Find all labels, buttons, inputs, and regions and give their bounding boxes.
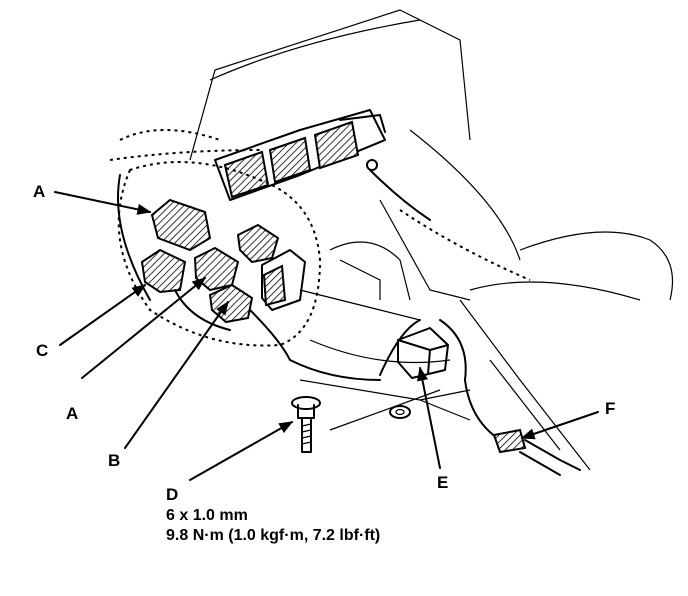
- callout-b: B: [108, 451, 121, 470]
- mounting-hole: [389, 405, 411, 419]
- bolt-d: [291, 396, 321, 453]
- callout-a-top: A: [33, 182, 46, 201]
- relay-a-top: [150, 198, 212, 252]
- callout-a-bottom: A: [66, 404, 79, 423]
- relay-right-upper: [236, 223, 280, 264]
- callout-f: F: [605, 399, 616, 418]
- connector-f: [492, 428, 581, 476]
- relay-right-lower: [261, 249, 306, 311]
- bolt-size-spec: 6 x 1.0 mm: [166, 507, 248, 524]
- component-e: [397, 327, 449, 379]
- callout-e: E: [437, 473, 449, 492]
- relay-b: [208, 283, 254, 324]
- leader-lines: [54, 191, 599, 481]
- callout-d: D: [166, 485, 179, 504]
- callout-c: C: [36, 341, 49, 360]
- relay-a-bottom: [193, 246, 240, 292]
- background-structure: [109, 9, 674, 471]
- bolt-torque-spec: 9.8 N·m (1.0 kgf·m, 7.2 lbf·ft): [166, 527, 381, 544]
- relay-c: [140, 248, 187, 294]
- upper-relay-box: [214, 109, 386, 201]
